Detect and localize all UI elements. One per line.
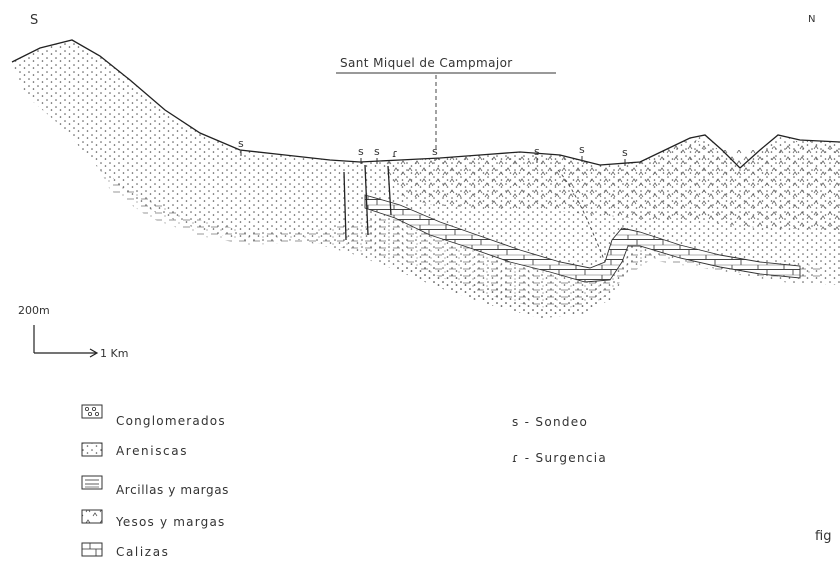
conglomerados-swatch [82, 405, 102, 418]
borehole-mark: s [374, 145, 380, 158]
legend-label-areniscas: Areniscas [116, 444, 188, 458]
borehole-mark: s [579, 143, 585, 156]
yesos-swatch [82, 510, 102, 523]
calizas-swatch [82, 543, 102, 556]
figure-label: fig [815, 529, 831, 544]
scale-horizontal-label: 1 Km [100, 347, 128, 360]
legend-label-arcillas: Arcillas y margas [116, 483, 229, 497]
borehole-mark: s [358, 145, 364, 158]
borehole-mark: s [534, 145, 540, 158]
legend-label-yesos: Yesos y margas [115, 515, 225, 529]
borehole-mark: s [622, 146, 628, 159]
borehole-mark: s [238, 137, 244, 150]
village-label: Sant Miquel de Campmajor [340, 56, 513, 70]
key-surgencia: ɾ - Surgencia [512, 451, 607, 465]
legend-symbols [82, 405, 102, 556]
north-end-label: N [808, 14, 815, 25]
scale-vertical-label: 200m [18, 304, 50, 317]
legend-label-calizas: Calizas [116, 545, 170, 559]
section-body [12, 40, 840, 318]
legend-label-conglomerados: Conglomerados [116, 414, 226, 428]
south-end-label: S [30, 13, 38, 28]
spring-mark: ɾ [392, 147, 398, 160]
key-sondeo: s - Sondeo [512, 415, 588, 429]
borehole-mark: s [432, 145, 438, 158]
areniscas-swatch [82, 443, 102, 456]
